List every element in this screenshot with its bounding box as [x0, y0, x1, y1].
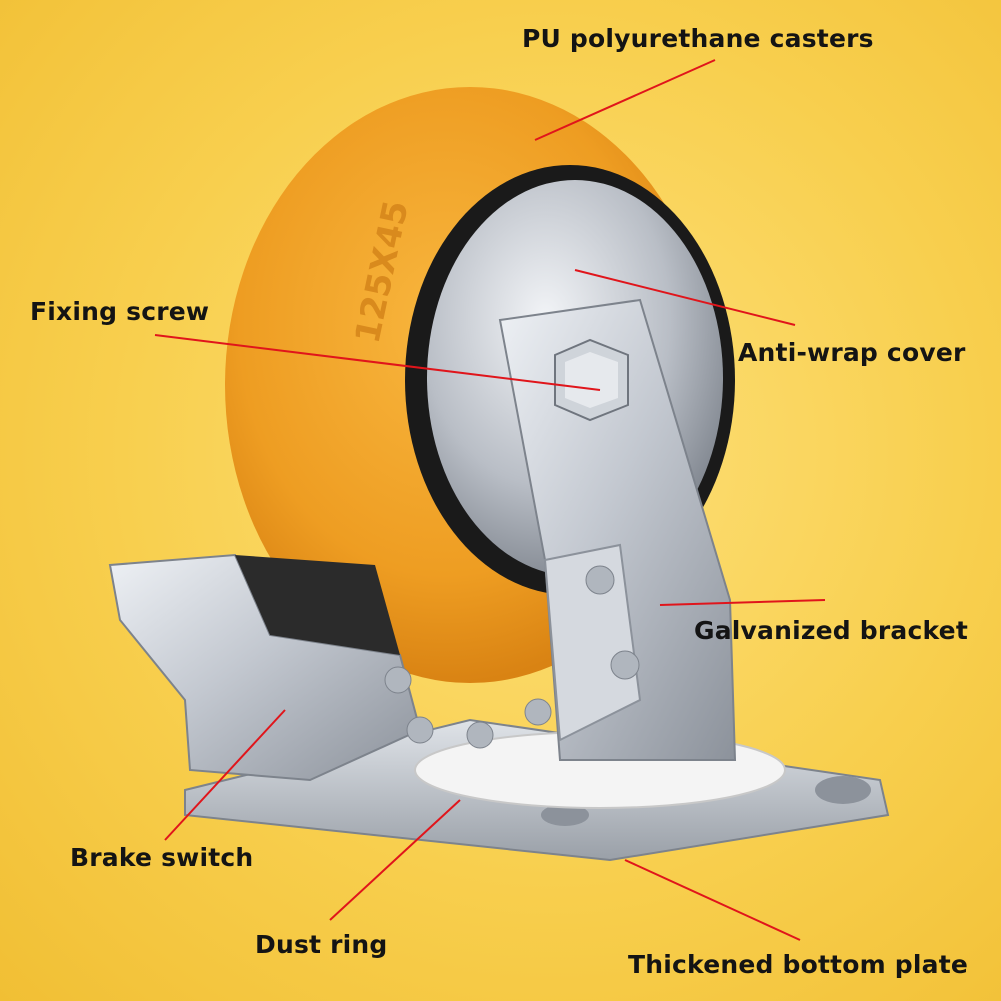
callout-line-brake-switch: [164, 709, 286, 841]
rivet: [585, 565, 615, 595]
brake-rivet: [524, 698, 552, 726]
brake-rivet: [406, 716, 434, 744]
fixing-screw: [554, 338, 629, 422]
callout-lines: [154, 59, 826, 941]
brake-switch: [108, 553, 552, 782]
brake-rivet: [384, 666, 412, 694]
label-dust-ring: Dust ring: [255, 930, 388, 959]
callout-line-galvanized-bracket: [659, 599, 826, 606]
label-brake-switch: Brake switch: [70, 843, 254, 872]
brake-rivet: [466, 721, 494, 749]
callout-line-bottom-plate: [624, 859, 801, 941]
galvanized-bracket: [498, 298, 737, 761]
label-anti-wrap-cover: Anti-wrap cover: [738, 338, 966, 367]
label-fixing-screw: Fixing screw: [30, 297, 210, 326]
label-pu-casters: PU polyurethane casters: [522, 24, 874, 53]
label-bottom-plate: Thickened bottom plate: [628, 950, 969, 979]
callout-line-dust-ring: [329, 799, 461, 921]
plate-hole: [815, 776, 871, 804]
callout-line-anti-wrap: [574, 269, 796, 326]
label-galvanized-bracket: Galvanized bracket: [694, 616, 968, 645]
callout-line-pu-casters: [534, 59, 716, 141]
rivet: [610, 650, 640, 680]
callout-line-fixing-screw: [154, 334, 601, 391]
plate-hole: [541, 804, 589, 826]
